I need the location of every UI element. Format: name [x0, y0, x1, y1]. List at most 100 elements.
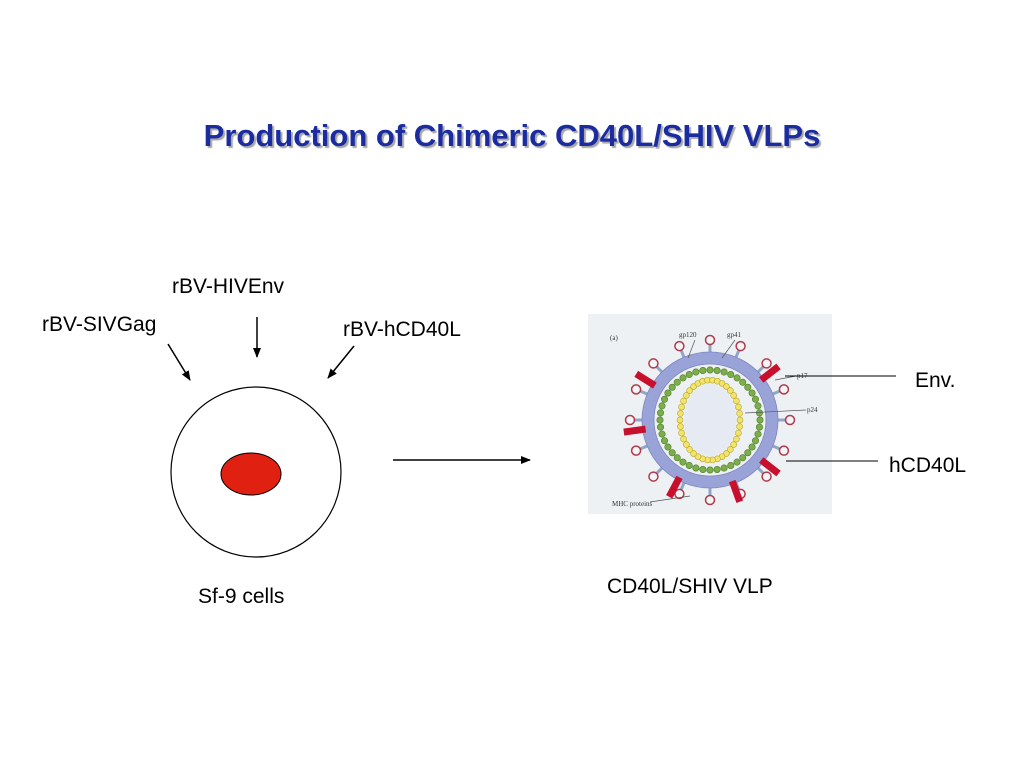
matrix-bead	[713, 465, 721, 473]
cell-nucleus	[220, 452, 282, 496]
env-spike-head	[630, 445, 642, 456]
cd40l-protein	[759, 457, 781, 477]
figure-panel-label: (a)	[610, 334, 618, 342]
matrix-bead	[748, 443, 756, 451]
env-spike-head	[624, 414, 636, 426]
label-sf9-cells: Sf-9 cells	[198, 585, 285, 608]
cd40l-protein	[759, 363, 781, 383]
matrix-bead	[699, 367, 707, 375]
cd40l-protein	[623, 425, 647, 436]
capsid-bead	[723, 383, 730, 390]
env-spike-head	[648, 358, 659, 369]
capsid-bead	[736, 416, 744, 424]
capsid-bead	[727, 387, 734, 394]
matrix-bead	[706, 466, 714, 474]
capsid-bead	[676, 416, 684, 424]
matrix-bead	[658, 430, 666, 438]
matrix-bead	[706, 366, 714, 374]
env-spike-head	[784, 414, 796, 426]
env-spike-head	[674, 340, 685, 352]
envelope-outer-edge	[641, 351, 779, 489]
matrix-bead	[744, 449, 752, 457]
capsid-bead	[686, 446, 693, 453]
matrix-bead	[661, 437, 669, 445]
matrix-bead	[685, 371, 693, 379]
env-spike-head	[704, 494, 716, 506]
leader-mhc	[649, 495, 691, 503]
matrix-bead	[748, 389, 756, 397]
leader-gp120	[687, 339, 696, 359]
env-spike-head	[735, 340, 746, 352]
capsid-bead	[677, 423, 684, 430]
env-spike-head	[778, 445, 790, 456]
matrix-bead	[744, 383, 752, 391]
env-spike-head	[761, 471, 772, 482]
virion-illustration	[623, 334, 796, 506]
matrix-bead	[727, 461, 735, 469]
cd40l-protein	[634, 370, 657, 389]
matrix-bead	[656, 416, 664, 424]
capsid-bead	[680, 397, 687, 405]
capsid-bead	[690, 450, 697, 457]
capsid-bead	[730, 392, 737, 399]
matrix-bead	[657, 409, 665, 417]
capsid-bead	[686, 387, 693, 394]
env-spike-head	[704, 334, 716, 346]
cd40l-protein	[666, 475, 683, 499]
label-gp120: gp120	[679, 331, 697, 339]
matrix-bead	[733, 374, 741, 382]
label-rbv-sivgag: rBV-SIVGag	[42, 313, 157, 336]
label-rbv-hcd40l: rBV-hCD40L	[343, 318, 461, 341]
label-gp41: gp41	[727, 331, 742, 339]
matrix-bead	[657, 423, 665, 431]
matrix-bead	[692, 368, 700, 376]
env-spike-head	[648, 471, 659, 482]
matrix-bead	[720, 464, 728, 472]
matrix-bead	[751, 395, 759, 403]
envelope-inner-edge	[653, 363, 767, 477]
capsid-bead	[678, 429, 685, 437]
matrix-bead	[668, 383, 676, 391]
label-env: Env.	[915, 369, 956, 392]
env-spike-head	[761, 358, 772, 369]
matrix-bead	[713, 367, 721, 375]
leader-p17	[774, 375, 797, 381]
matrix-bead	[679, 458, 687, 466]
matrix-bead	[754, 402, 762, 410]
label-mhc-proteins: MHC proteins	[612, 500, 653, 508]
vlp-figure: (a) gp120 gp41 p17 p24 MHC proteins	[588, 314, 832, 514]
matrix-bead	[668, 449, 676, 457]
arrow-sivgag	[167, 343, 191, 381]
matrix-bead	[673, 378, 681, 386]
lipid-envelope	[642, 352, 778, 488]
env-spike-head	[778, 384, 790, 395]
matrix-bead	[739, 378, 747, 386]
matrix-bead	[754, 430, 762, 438]
label-p24: p24	[807, 406, 818, 414]
arrow-hcd40l	[327, 345, 355, 379]
matrix-bead	[692, 464, 700, 472]
capsid-bead	[677, 410, 684, 417]
matrix-bead	[699, 465, 707, 473]
capsid-bead	[733, 435, 740, 443]
matrix-bead	[661, 395, 669, 403]
capsid-bead	[733, 397, 740, 405]
matrix-bead	[755, 423, 763, 431]
matrix-bead	[751, 437, 759, 445]
matrix-bead	[673, 454, 681, 462]
capsid-bead	[736, 423, 743, 430]
matrix-bead	[755, 409, 763, 417]
capsid-bead	[683, 392, 690, 399]
label-hcd40l-callout: hCD40L	[889, 454, 967, 477]
matrix-bead	[664, 389, 672, 397]
capsid-bead	[680, 435, 687, 443]
env-spike-head	[674, 488, 685, 500]
matrix-bead	[733, 458, 741, 466]
matrix-bead	[679, 374, 687, 382]
capsid-core	[684, 384, 736, 456]
capsid-bead	[683, 441, 690, 448]
matrix-bead	[756, 416, 764, 424]
matrix-bead	[727, 371, 735, 379]
capsid-bead	[735, 429, 742, 437]
